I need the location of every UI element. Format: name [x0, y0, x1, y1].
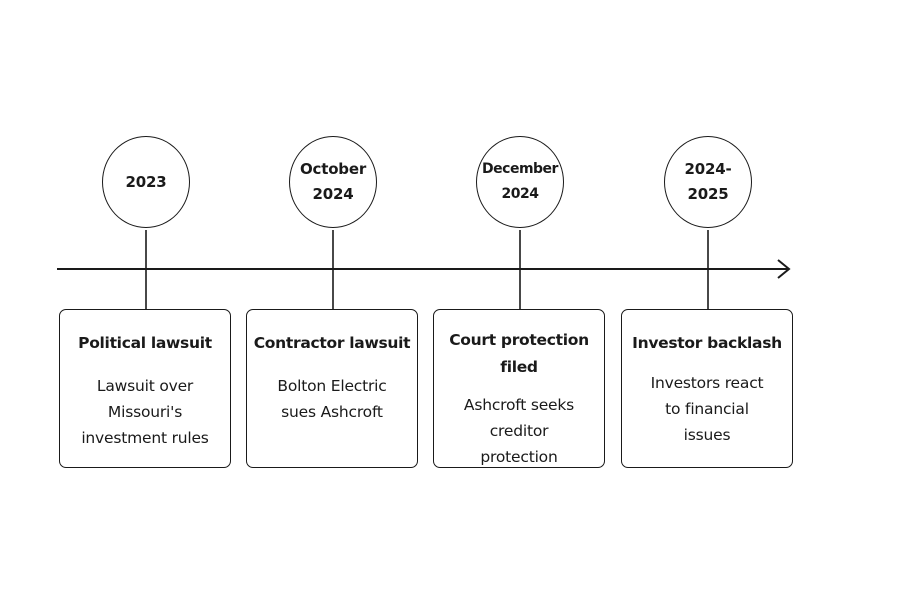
- event-card-1: Political lawsuit Lawsuit over Missouri'…: [59, 309, 231, 468]
- date-circle-1: 2023: [102, 136, 190, 228]
- date-circle-2: October 2024: [289, 136, 377, 228]
- date-label-1: 2023: [125, 172, 167, 191]
- date-circle-3: December 2024: [476, 136, 564, 228]
- event-title-3: Court protection filed: [449, 331, 589, 376]
- date-label-4: 2024- 2025: [684, 160, 732, 203]
- event-card-4: Investor backlash Investors react to fin…: [621, 309, 793, 468]
- date-label-3: December 2024: [482, 161, 558, 202]
- event-title-2: Contractor lawsuit: [253, 334, 411, 352]
- event-title-4: Investor backlash: [632, 334, 782, 352]
- timeline-arrowhead: [777, 259, 791, 279]
- event-card-3: Court protection filed Ashcroft seeks cr…: [433, 309, 605, 468]
- event-description-4: Investors react to financial issues: [650, 374, 764, 444]
- event-title-1: Political lawsuit: [78, 334, 212, 352]
- date-label-2: October 2024: [299, 160, 367, 203]
- event-card-2: Contractor lawsuit Bolton Electric sues …: [246, 309, 418, 468]
- event-description-1: Lawsuit over Missouri's investment rules: [81, 377, 209, 447]
- date-circle-4: 2024- 2025: [664, 136, 752, 228]
- event-description-2: Bolton Electric sues Ashcroft: [277, 377, 387, 421]
- event-description-3: Ashcroft seeks creditor protection: [463, 396, 575, 466]
